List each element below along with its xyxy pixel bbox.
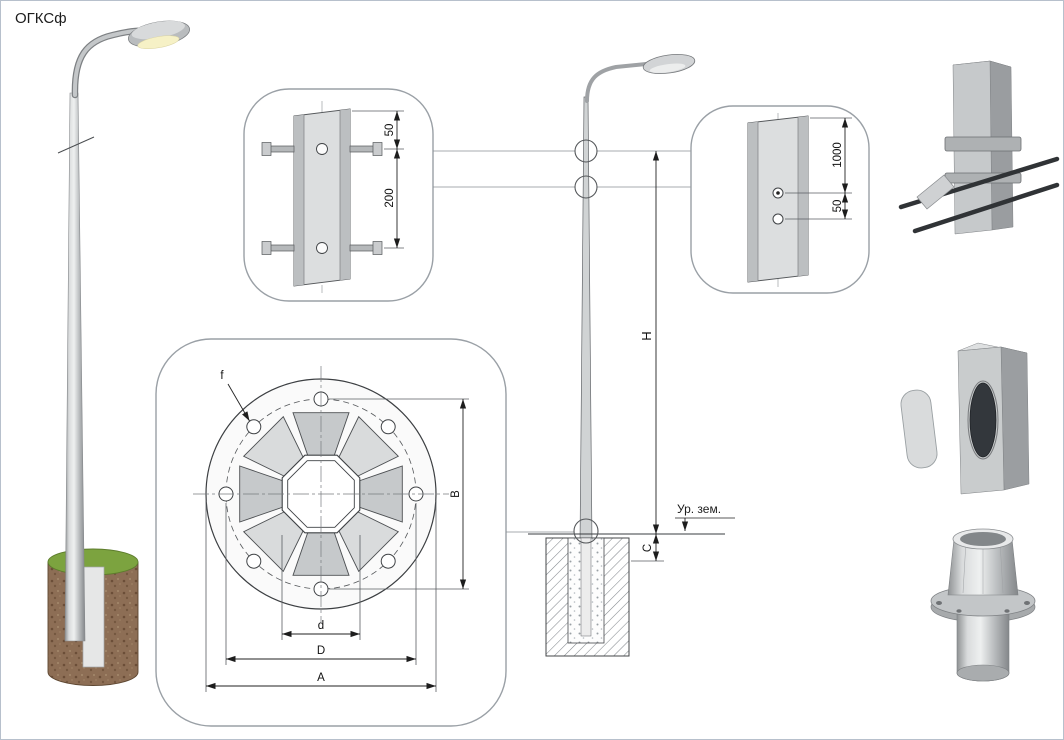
- dim-H-label: H: [639, 331, 654, 340]
- dim-B-label: B: [450, 490, 462, 498]
- top-joint-detail-callout: 50 200: [243, 88, 434, 302]
- anchor-rod-lower: [912, 182, 1060, 234]
- bolt-hole: [316, 143, 328, 155]
- handhole-cover: [900, 389, 938, 469]
- dim-A-label: A: [317, 672, 325, 684]
- skirt-bottom: [956, 664, 1010, 682]
- top-opening-cavity: [960, 532, 1006, 546]
- dim-50-label: 50: [384, 124, 396, 137]
- wedge-clamp: [916, 174, 955, 210]
- fixing-hole-center: [776, 191, 780, 195]
- bolt-set-lower: [261, 241, 383, 255]
- gusset-plates: [239, 412, 403, 576]
- pole-break-mark: [57, 136, 95, 154]
- handhole-3d-render: [900, 342, 1030, 495]
- dim-1000-label: 1000: [832, 142, 844, 168]
- pole-edge-shade-left: [748, 121, 758, 282]
- suspension-clamp-3d-render: [898, 60, 1060, 235]
- luminaire-3d: [127, 20, 191, 50]
- base-shoe-3d-render: [930, 528, 1036, 682]
- detail-connector-lines: [433, 150, 691, 533]
- luminaire-elevation: [642, 53, 696, 75]
- pole-side-face: [1000, 346, 1030, 491]
- foundation-channel: [82, 566, 105, 668]
- pole-edge-shade-right: [798, 116, 808, 277]
- handhole-opening: [969, 382, 997, 458]
- bracket-detail-callout: 1000 50: [690, 105, 870, 294]
- dim-D-label: D: [317, 645, 325, 657]
- detail-marker-lower: [574, 175, 598, 199]
- handhole-rim: [967, 380, 999, 460]
- dim-50-label: 50: [832, 200, 844, 213]
- flange-plan-callout: f B d D A: [155, 338, 507, 727]
- dim-200-label: 200: [384, 188, 396, 207]
- product-title: ОГКСф: [15, 10, 67, 27]
- fixing-hole-lower: [772, 213, 784, 225]
- bolt-hole: [316, 242, 328, 254]
- lamp-glow: [137, 35, 180, 50]
- pole-embedded: [580, 537, 592, 637]
- dim-f-label: f: [220, 370, 224, 382]
- dim-C-label: C: [642, 544, 654, 552]
- base-detail-marker: [573, 518, 599, 544]
- flange-bolt-holes: [936, 601, 1030, 613]
- pole-edge-shade-left: [294, 114, 304, 286]
- dim-d-label: d: [318, 620, 324, 632]
- clamp-band-upper: [944, 136, 1022, 152]
- pole-elevation-view: Ур. зем. H C: [433, 53, 735, 657]
- detail-marker-upper: [574, 139, 598, 163]
- pole-3d-render-left: [47, 20, 191, 686]
- ground-label: Ур. зем.: [677, 502, 721, 516]
- f-leader: [227, 383, 250, 422]
- lamp-arm-elevation: [585, 62, 648, 103]
- bolt-set-upper: [261, 142, 383, 156]
- pole-edge-shade-right: [340, 109, 350, 281]
